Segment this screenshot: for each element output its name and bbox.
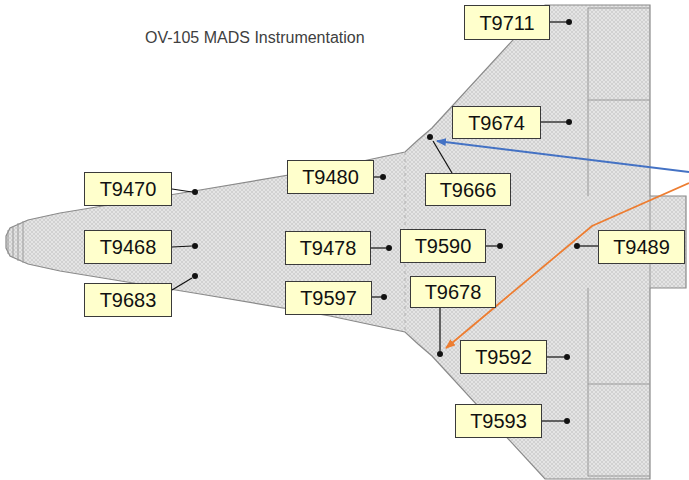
sensor-id: T9683 bbox=[100, 290, 157, 310]
sensor-id: T9480 bbox=[302, 167, 359, 187]
sensor-id: T9478 bbox=[300, 238, 357, 258]
sensor-label-box: T9489 bbox=[598, 230, 685, 264]
sensor-label-box: T9470 bbox=[84, 172, 172, 206]
sensor-label-box: T9711 bbox=[464, 5, 550, 40]
sensor-id: T9489 bbox=[613, 237, 670, 257]
sensor-id: T9674 bbox=[468, 113, 525, 133]
sensor-id: T9666 bbox=[440, 180, 497, 200]
sensor-id: T9470 bbox=[100, 179, 157, 199]
sensor-label-box: T9597 bbox=[285, 281, 372, 315]
leader-lines bbox=[172, 22, 598, 421]
pointer-arrow bbox=[437, 141, 689, 172]
sensor-label-box: T9683 bbox=[84, 283, 172, 317]
sensor-label-box: T9590 bbox=[400, 229, 486, 263]
sensor-label-box: T9480 bbox=[287, 160, 374, 194]
pointer-arrow bbox=[446, 183, 689, 348]
sensor-label-box: T9666 bbox=[425, 173, 511, 206]
sensor-id: T9597 bbox=[300, 288, 357, 308]
sensor-label-box: T9592 bbox=[460, 340, 547, 374]
sensor-label-box: T9678 bbox=[410, 276, 496, 308]
diagram-title: OV-105 MADS Instrumentation bbox=[145, 29, 365, 47]
sensor-label-box: T9674 bbox=[452, 106, 541, 139]
sensor-id: T9711 bbox=[479, 13, 534, 33]
sensor-id: T9590 bbox=[415, 236, 472, 256]
orbiter-outline bbox=[6, 5, 686, 479]
sensor-label-box: T9593 bbox=[455, 404, 542, 438]
panel-lines bbox=[8, 8, 650, 476]
sensor-id: T9592 bbox=[475, 347, 532, 367]
sensor-dots bbox=[192, 19, 580, 424]
sensor-label-box: T9468 bbox=[84, 230, 172, 264]
sensor-id: T9593 bbox=[470, 411, 527, 431]
sensor-id: T9678 bbox=[425, 282, 482, 302]
sensor-label-box: T9478 bbox=[285, 231, 371, 265]
sensor-id: T9468 bbox=[100, 237, 157, 257]
